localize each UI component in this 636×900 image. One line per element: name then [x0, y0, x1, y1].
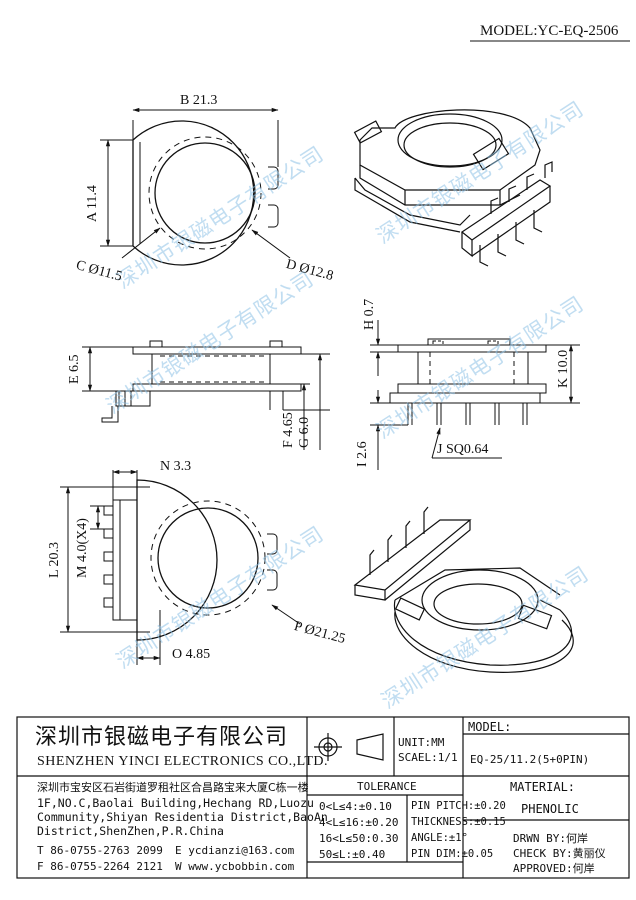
title-block-grid	[16, 716, 630, 879]
dim-m-label: M 4.0(X4)	[75, 518, 90, 578]
material-label: MATERIAL:	[510, 780, 576, 794]
address-cn: 深圳市宝安区石岩街道罗租社区合昌路宝来大厦C栋一楼	[37, 781, 309, 794]
address-en-line-2: Community,Shiyan Residentia District,Bao…	[37, 810, 328, 824]
tolerance-right-2: THICKNESS:±0.15	[411, 816, 506, 828]
check-by: CHECK BY:黄丽仪	[513, 847, 606, 860]
dim-n-label: N 3.3	[160, 459, 192, 474]
dim-a-label: A 11.4	[85, 185, 100, 222]
dim-o-label: O 4.85	[172, 647, 211, 662]
unit-label: UNIT:MM	[398, 736, 445, 749]
company-name-en: SHENZHEN YINCI ELECTRONICS CO.,LTD.	[37, 754, 329, 769]
dim-h-label: H 0.7	[362, 298, 377, 330]
company-name-cn: 深圳市银磁电子有限公司	[35, 725, 289, 750]
tel: T 86-0755-2763 2099	[37, 844, 163, 857]
front-view	[370, 320, 580, 470]
dim-b-label: B 21.3	[180, 93, 218, 108]
dim-f-label: F 4.65	[281, 412, 296, 448]
address-en-line-3: District,ShenZhen,P.R.China	[37, 824, 224, 838]
address-en-line-1: 1F,NO.C,Baolai Building,Hechang RD,Luozu	[37, 796, 314, 810]
bottom-view	[60, 469, 301, 665]
email: E ycdianzi@163.com	[175, 844, 295, 857]
material-value: PHENOLIC	[521, 802, 579, 816]
scale-label: SCAEL:1/1	[398, 751, 458, 764]
tolerance-left-3: 16<L≤50:0.30	[319, 832, 399, 845]
model-header: MODEL:YC-EQ-2506	[480, 23, 619, 39]
drawn-by: DRWN BY:何岸	[513, 832, 588, 845]
model-label: MODEL:	[468, 720, 512, 734]
dim-g-label: G 6.0	[297, 416, 312, 448]
tolerance-left-2: 4<L≤16:±0.20	[319, 816, 399, 829]
top-view	[100, 107, 291, 266]
tolerance-left-4: 50≤L:±0.40	[319, 848, 386, 861]
isometric-view-top	[353, 109, 553, 267]
isometric-view-bottom	[353, 506, 574, 673]
tolerance-left-1: 0<L≤4:±0.10	[319, 800, 392, 813]
approved-by: APPROVED:何岸	[513, 862, 595, 875]
dim-k-label: K 10.0	[556, 349, 571, 388]
side-view	[82, 340, 330, 450]
dim-j-label: J SQ0.64	[437, 442, 489, 457]
tolerance-right-3: ANGLE:±1°	[411, 832, 468, 844]
model-value: EQ-25/11.2(5+0PIN)	[470, 753, 590, 766]
dim-l-label: L 20.3	[47, 541, 62, 578]
fax: F 86-0755-2264 2121	[37, 860, 163, 873]
dim-e-label: E 6.5	[67, 354, 82, 384]
tolerance-right-4: PIN DIM:±0.05	[411, 848, 494, 860]
tolerance-title: TOLERANCE	[357, 780, 417, 793]
dim-i-label: I 2.6	[355, 441, 370, 467]
website: W www.ycbobbin.com	[175, 860, 295, 873]
tolerance-right-1: PIN PITCH:±0.20	[411, 800, 506, 812]
